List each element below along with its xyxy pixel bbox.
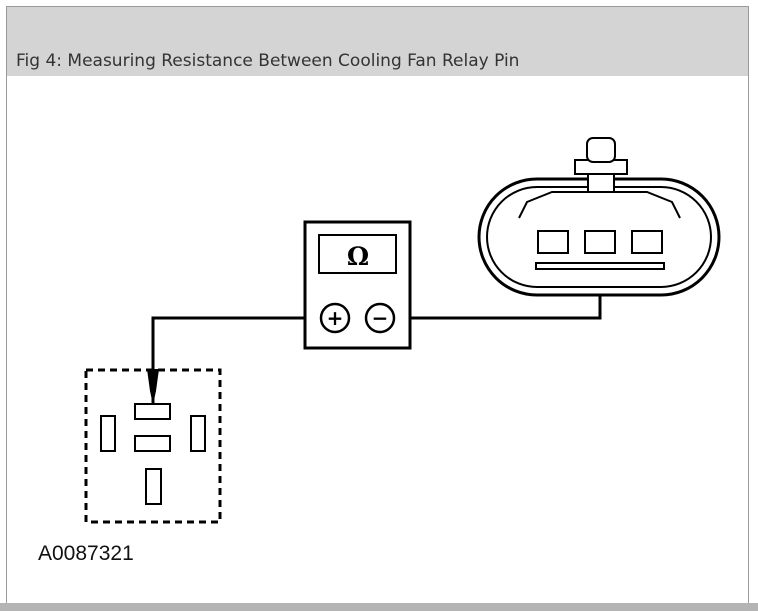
relay-pin-top	[134, 403, 171, 420]
connector-key-rail	[535, 262, 665, 270]
figure-title-bar: Fig 4: Measuring Resistance Between Cool…	[7, 7, 748, 76]
positive-lead-wire	[151, 316, 329, 405]
relay-pin-right	[190, 415, 206, 452]
positive-terminal	[319, 302, 351, 334]
connector-terminal-center	[584, 230, 616, 254]
bottom-scroll-edge	[0, 603, 758, 611]
connector-terminal-left	[537, 230, 569, 254]
negative-terminal	[364, 302, 396, 334]
connector-lock-stem	[587, 173, 615, 193]
ohm-symbol: Ω	[347, 242, 369, 271]
figure-frame: Fig 4: Measuring Resistance Between Cool…	[6, 6, 749, 606]
figure-title: Fig 4: Measuring Resistance Between Cool…	[16, 51, 520, 71]
relay-pin-center	[134, 435, 171, 452]
positive-probe-tip	[147, 369, 159, 405]
ohmmeter-display	[318, 234, 397, 274]
positive-test-lead	[147, 316, 329, 405]
connector-terminal-right	[631, 230, 663, 254]
positive-terminal-label: +	[327, 306, 344, 330]
relay-pin-bottom	[145, 468, 162, 505]
ohmmeter: Ω + −	[303, 220, 412, 350]
figure-code: A0087321	[38, 542, 134, 565]
fan-connector	[477, 137, 721, 297]
wiring-diagram: Ω + −	[84, 137, 721, 524]
negative-terminal-label: −	[372, 306, 389, 330]
connector-lock-tab	[586, 137, 616, 163]
relay-pin-left	[100, 415, 116, 452]
